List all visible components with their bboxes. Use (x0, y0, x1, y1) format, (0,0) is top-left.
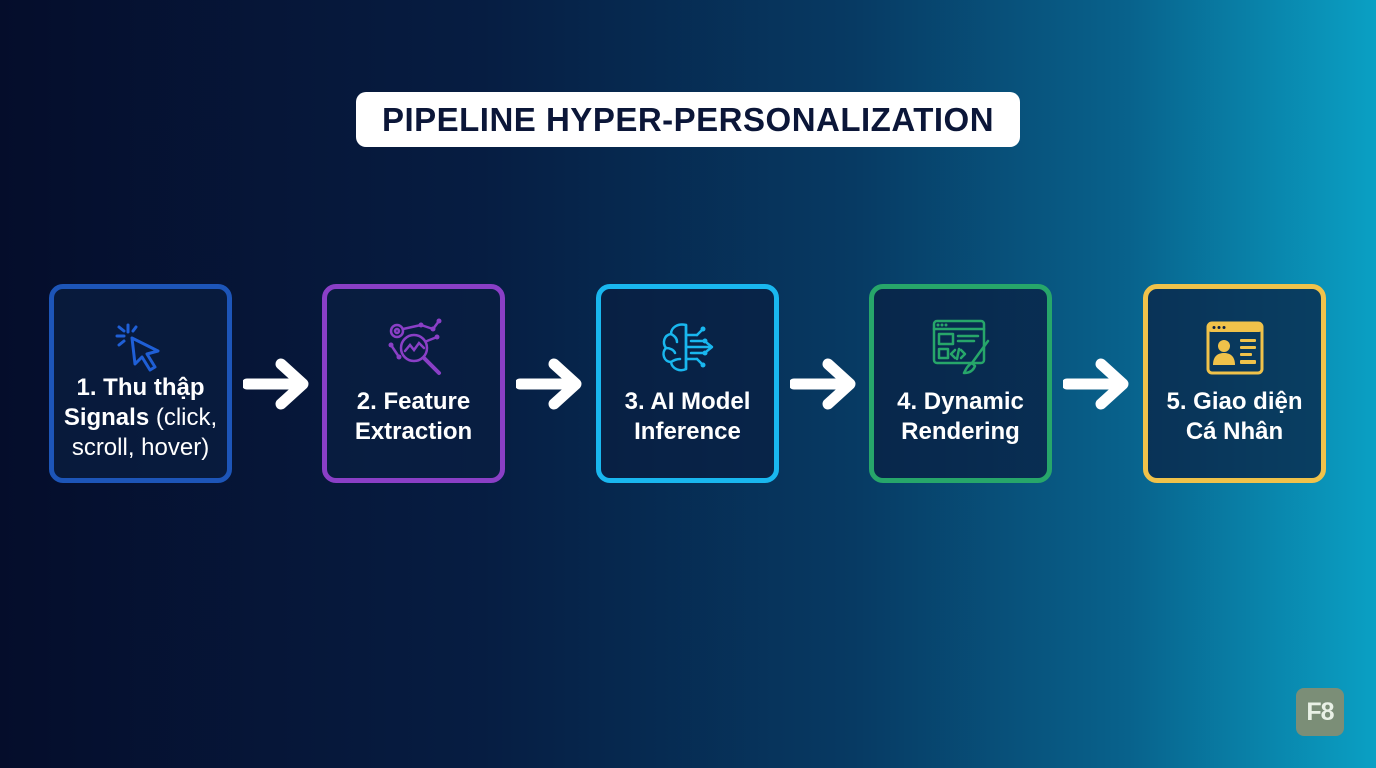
step-collect-signals: 1. Thu thập Signals (click, scroll, hove… (49, 284, 232, 483)
step-3-label: 3. AI Model Inference (624, 388, 751, 445)
step-4-label: 4. Dynamic Rendering (897, 388, 1024, 445)
magnifier-gears-icon (388, 318, 441, 375)
brain-circuit-icon (661, 323, 713, 372)
arrow-icon (243, 358, 309, 410)
diagram-title: PIPELINE HYPER-PERSONALIZATION (356, 92, 1020, 147)
step-personalized-ui: 5. Giao diện Cá Nhân (1143, 284, 1326, 483)
step-feature-extraction: 2. Feature Extraction (322, 284, 505, 483)
step-5-label: 5. Giao diện Cá Nhân (1166, 388, 1303, 445)
f8-logo: F8 (1296, 688, 1344, 736)
arrow-icon (516, 358, 582, 410)
step-dynamic-rendering: 4. Dynamic Rendering (869, 284, 1052, 483)
arrow-icon (790, 358, 856, 410)
browser-code-brush-icon (932, 319, 989, 375)
step-ai-model-inference: 3. AI Model Inference (596, 284, 779, 483)
step-2-label: 2. Feature Extraction (354, 388, 473, 445)
step-1-label: 1. Thu thập Signals (click, scroll, hove… (63, 374, 218, 461)
cursor-click-icon (115, 323, 159, 372)
user-profile-window-icon (1206, 321, 1263, 375)
arrow-icon (1063, 358, 1129, 410)
